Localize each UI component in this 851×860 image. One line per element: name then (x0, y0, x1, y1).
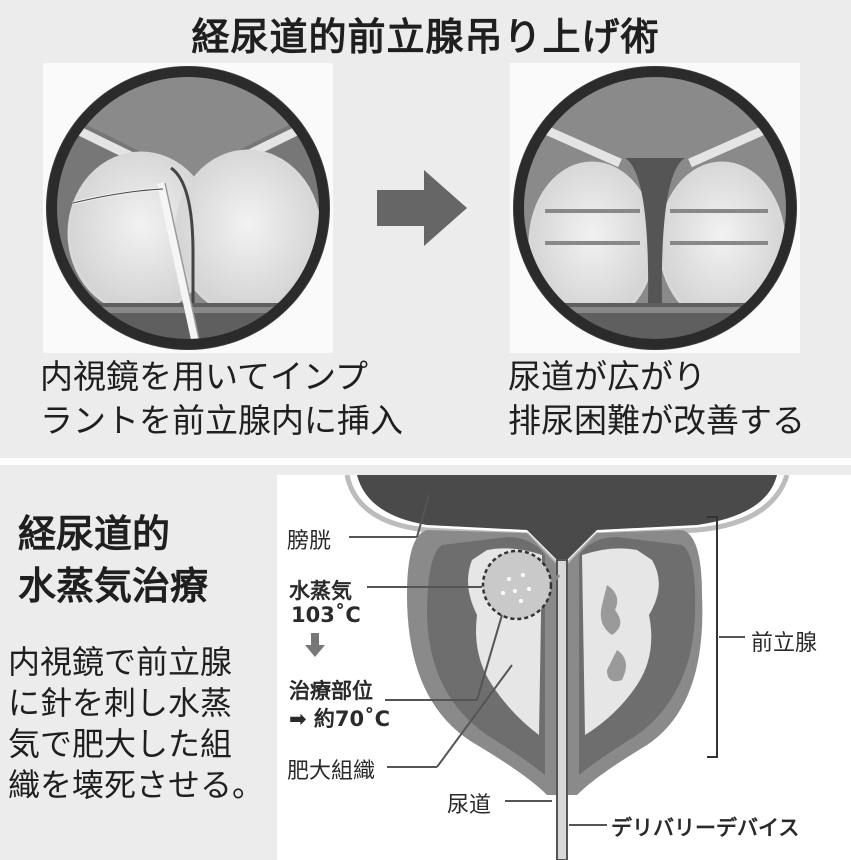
label-steam: 水蒸気 (289, 579, 352, 603)
prostate-diagram: 膀胱 水蒸気 103˚C 治療部位 ➡ 約70˚C 肥大組織 尿道 前立腺 デリ… (277, 475, 851, 860)
endoscope-view-before (43, 63, 333, 353)
label-hypertrophic-tissue: 肥大組織 (287, 759, 376, 784)
bottom-title: 経尿道的 水蒸気治療 (18, 508, 208, 612)
steam-area (481, 549, 553, 621)
label-steam-temp: 103˚C (291, 603, 361, 627)
caption-after-line-2: 排尿困難が改善する (508, 401, 805, 440)
bladder-shape (357, 475, 777, 565)
caption-after-line-1: 尿道が広がり (508, 357, 706, 396)
prostate-bracket (707, 516, 718, 758)
bottom-title-line-2: 水蒸気治療 (18, 564, 209, 608)
caption-before: 内視鏡を用いてインプ ラントを前立腺内に挿入 (40, 355, 403, 443)
bottom-description: 内視鏡で前立腺 に針を刺し水蒸 気で肥大した組 織を壊死させる。 (8, 642, 264, 806)
description-line-2: に針を刺し水蒸 (8, 684, 233, 722)
label-prostate: 前立腺 (751, 631, 818, 656)
arrow-right-icon (377, 170, 467, 246)
label-delivery-device: デリバリーデバイス (611, 816, 800, 840)
caption-before-line-2: ラントを前立腺内に挿入 (40, 401, 403, 440)
endoscope-view-after (510, 63, 800, 353)
description-line-4: 織を壊死させる。 (8, 766, 265, 804)
label-urethra: 尿道 (447, 793, 492, 818)
label-treated-temp: ➡ 約70˚C (289, 707, 391, 731)
hypertrophic-tissue-right (582, 548, 659, 735)
caption-after: 尿道が広がり 排尿困難が改善する (508, 355, 805, 443)
description-line-3: 気で肥大した組 (8, 725, 233, 763)
label-treated-area: 治療部位 (289, 679, 373, 703)
caption-before-line-1: 内視鏡を用いてインプ (40, 357, 369, 396)
bottom-title-line-1: 経尿道的 (18, 512, 171, 556)
top-title: 経尿道的前立腺吊り上げ術 (191, 15, 660, 59)
down-arrow-icon (305, 633, 325, 657)
urethra-shape (556, 559, 568, 860)
label-bladder: 膀胱 (287, 529, 332, 554)
description-line-1: 内視鏡で前立腺 (8, 643, 233, 681)
